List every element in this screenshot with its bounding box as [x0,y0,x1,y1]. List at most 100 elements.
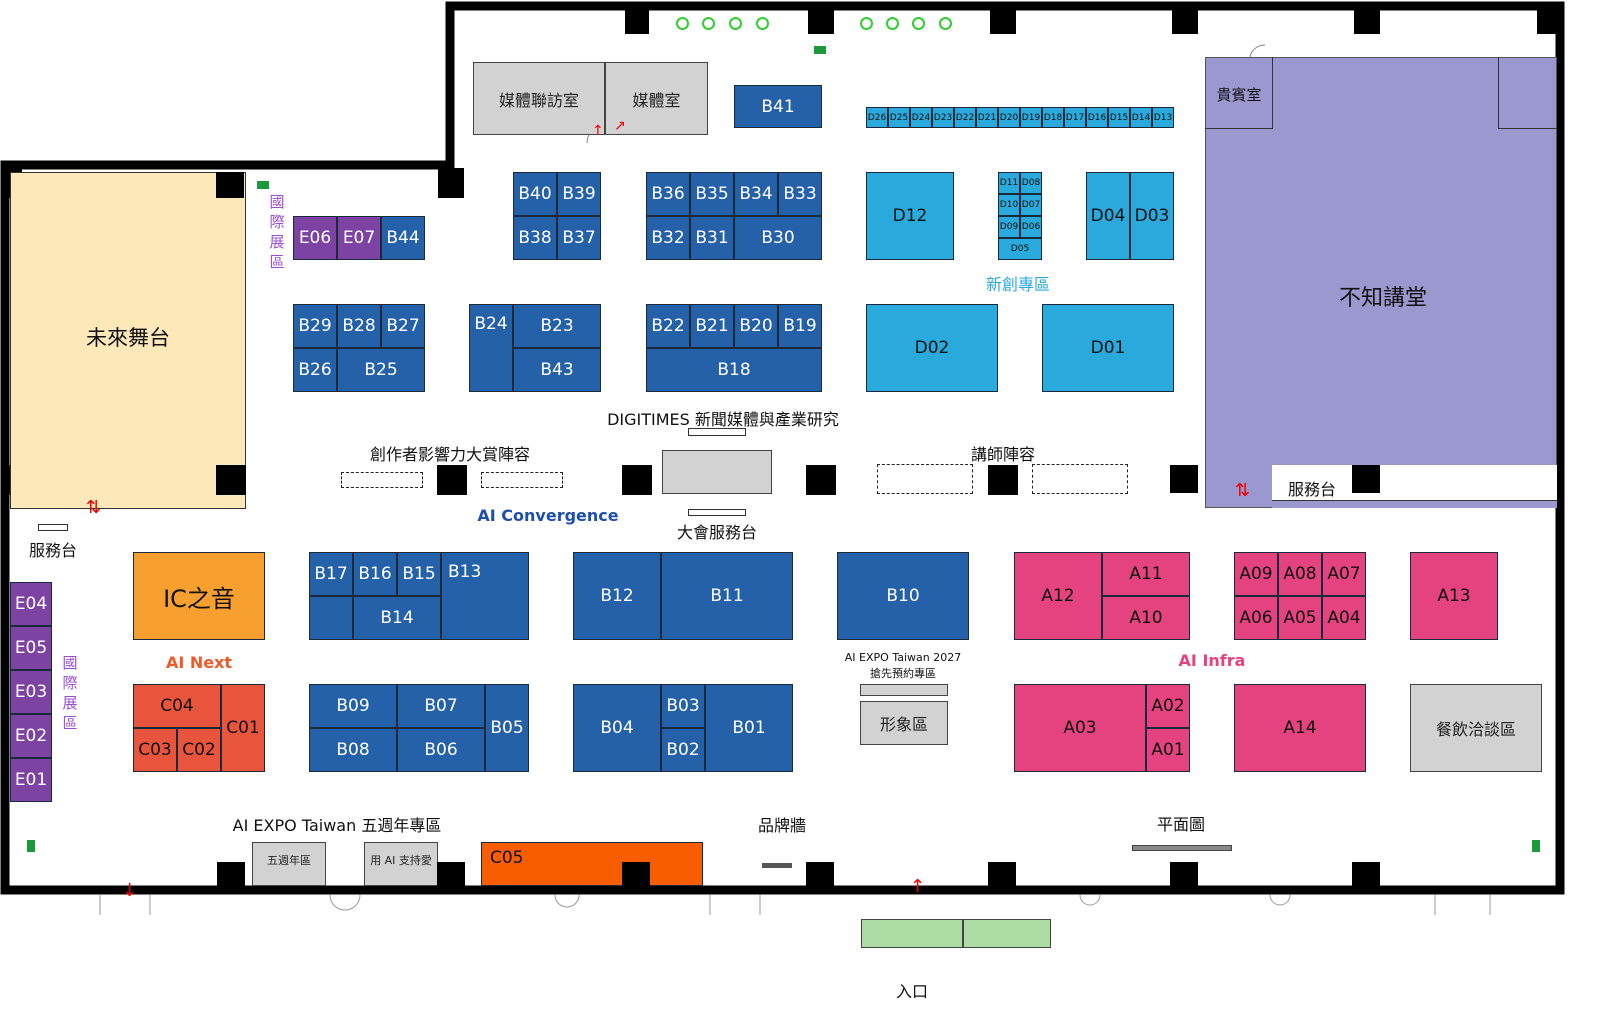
booth-B04[interactable]: B04 [573,684,661,772]
entrance-label[interactable]: 入口 [895,982,929,1001]
booth-B17[interactable]: B17 [309,552,353,596]
booth-B12[interactable]: B12 [573,552,661,640]
booth-D13[interactable]: D13 [1152,107,1174,128]
booth-B41[interactable]: B41 [734,85,822,128]
booth-A14[interactable]: A14 [1234,684,1366,772]
booth-C01[interactable]: C01 [221,684,265,772]
booth-E07[interactable]: E07 [337,216,381,260]
booth-B30[interactable]: B30 [734,216,822,260]
lecture-hall[interactable] [1205,57,1557,508]
booth-E03[interactable]: E03 [10,670,52,714]
booth-unlabeled[interactable] [309,596,353,640]
booth-E05[interactable]: E05 [10,626,52,670]
booth-B11[interactable]: B11 [661,552,793,640]
booth-A12[interactable]: A12 [1014,552,1102,640]
booth-D14[interactable]: D14 [1130,107,1152,128]
booth-B20[interactable]: B20 [734,304,778,348]
booth-B21[interactable]: B21 [690,304,734,348]
booth-A04[interactable]: A04 [1322,596,1366,640]
booth-D15[interactable]: D15 [1108,107,1130,128]
booth-A10[interactable]: A10 [1102,596,1190,640]
booth-D24[interactable]: D24 [910,107,932,128]
booth-B27[interactable]: B27 [381,304,425,348]
booth-D25[interactable]: D25 [888,107,910,128]
booth-B26[interactable]: B26 [293,348,337,392]
booth-B38[interactable]: B38 [513,216,557,260]
booth-D17[interactable]: D17 [1064,107,1086,128]
ai-love-booth[interactable]: 用 AI 支持愛 [364,842,438,886]
booth-B03[interactable]: B03 [661,684,705,728]
booth-B08[interactable]: B08 [309,728,397,772]
booth-A06[interactable]: A06 [1234,596,1278,640]
booth-B29[interactable]: B29 [293,304,337,348]
booth-A07[interactable]: A07 [1322,552,1366,596]
booth-B06[interactable]: B06 [397,728,485,772]
booth-D10[interactable]: D10 [998,194,1020,216]
booth-D02[interactable]: D02 [866,304,998,392]
booth-B22[interactable]: B22 [646,304,690,348]
booth-A02[interactable]: A02 [1146,684,1190,728]
booth-D05[interactable]: D05 [998,238,1042,260]
booth-B24[interactable]: B24 [469,304,513,392]
booth-B02[interactable]: B02 [661,728,705,772]
booth-E01[interactable]: E01 [10,758,52,802]
booth-B37[interactable]: B37 [557,216,601,260]
booth-A05[interactable]: A05 [1278,596,1322,640]
booth-B43[interactable]: B43 [513,348,601,392]
booth-B16[interactable]: B16 [353,552,397,596]
booth-D08[interactable]: D08 [1020,172,1042,194]
booth-A11[interactable]: A11 [1102,552,1190,596]
booth-C05[interactable]: C05 [481,842,703,886]
booth-C03[interactable]: C03 [133,728,177,772]
image-zone[interactable]: 形象區 [860,701,948,745]
booth-B05[interactable]: B05 [485,684,529,772]
booth-B07[interactable]: B07 [397,684,485,728]
booth-B18[interactable]: B18 [646,348,822,392]
media-room[interactable]: 媒體室 [605,62,708,135]
booth-D21[interactable]: D21 [976,107,998,128]
ic-voice-booth[interactable]: IC之音 [133,552,265,640]
booth-D07[interactable]: D07 [1020,194,1042,216]
booth-D12[interactable]: D12 [866,172,954,260]
booth-B33[interactable]: B33 [778,172,822,216]
booth-A08[interactable]: A08 [1278,552,1322,596]
booth-B13[interactable]: B13 [441,552,529,640]
booth-B32[interactable]: B32 [646,216,690,260]
booth-D01[interactable]: D01 [1042,304,1174,392]
booth-B10[interactable]: B10 [837,552,969,640]
booth-D04[interactable]: D04 [1086,172,1130,260]
booth-D11[interactable]: D11 [998,172,1020,194]
booth-D23[interactable]: D23 [932,107,954,128]
main-service-desk[interactable] [662,450,772,494]
media-interview-room[interactable]: 媒體聯訪室 [473,62,605,135]
booth-B09[interactable]: B09 [309,684,397,728]
booth-D19[interactable]: D19 [1020,107,1042,128]
booth-B39[interactable]: B39 [557,172,601,216]
booth-D26[interactable]: D26 [866,107,888,128]
booth-A01[interactable]: A01 [1146,728,1190,772]
booth-C02[interactable]: C02 [177,728,221,772]
booth-B31[interactable]: B31 [690,216,734,260]
booth-B34[interactable]: B34 [734,172,778,216]
booth-D20[interactable]: D20 [998,107,1020,128]
booth-A13[interactable]: A13 [1410,552,1498,640]
booth-D16[interactable]: D16 [1086,107,1108,128]
future-stage[interactable] [10,172,246,509]
booth-B36[interactable]: B36 [646,172,690,216]
booth-C04[interactable]: C04 [133,684,221,728]
booth-E02[interactable]: E02 [10,714,52,758]
booth-E06[interactable]: E06 [293,216,337,260]
booth-E04[interactable]: E04 [10,582,52,626]
booth-D03[interactable]: D03 [1130,172,1174,260]
booth-B40[interactable]: B40 [513,172,557,216]
booth-D22[interactable]: D22 [954,107,976,128]
booth-B19[interactable]: B19 [778,304,822,348]
booth-D06[interactable]: D06 [1020,216,1042,238]
booth-A09[interactable]: A09 [1234,552,1278,596]
booth-B35[interactable]: B35 [690,172,734,216]
booth-B25[interactable]: B25 [337,348,425,392]
vip-room[interactable] [1205,57,1273,129]
booth-B15[interactable]: B15 [397,552,441,596]
booth-D09[interactable]: D09 [998,216,1020,238]
booth-B01[interactable]: B01 [705,684,793,772]
